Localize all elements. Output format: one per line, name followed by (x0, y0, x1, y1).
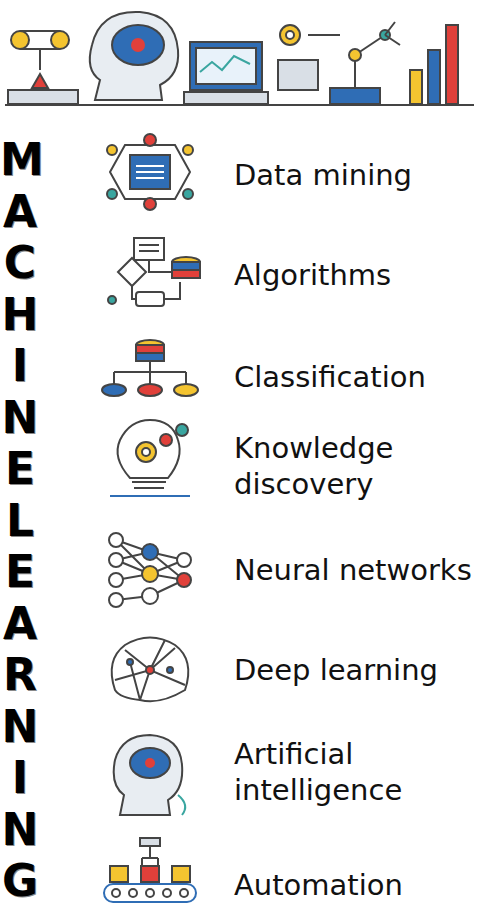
item-label: Automation (234, 867, 474, 903)
item-label: Neural networks (234, 552, 474, 588)
vertical-title: MACHINE LEARNING (0, 134, 40, 907)
item-label: Classification (234, 359, 474, 395)
item-label: Data mining (234, 157, 474, 193)
item-label: Deep learning (234, 652, 474, 688)
item-label: Artificial intelligence (234, 736, 474, 808)
item-label: Algorithms (234, 257, 474, 293)
item-label: Knowledge discovery (234, 430, 474, 502)
